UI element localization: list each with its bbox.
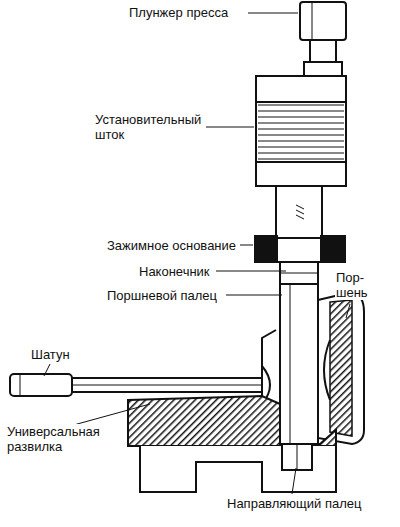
part-label: Направляющий палец [226,496,362,511]
part-label: Шатун [30,347,71,362]
part-label: Наконечник [138,264,211,279]
part-label: Поршневой палец [106,288,218,303]
part-label: Установительный шток [94,112,206,142]
part-label: Пор- шень [335,270,375,300]
part-label: Универсальная развилка [6,424,116,454]
part-label: Плунжер пресса [128,5,229,20]
part-label: Зажимное основание [106,238,237,253]
